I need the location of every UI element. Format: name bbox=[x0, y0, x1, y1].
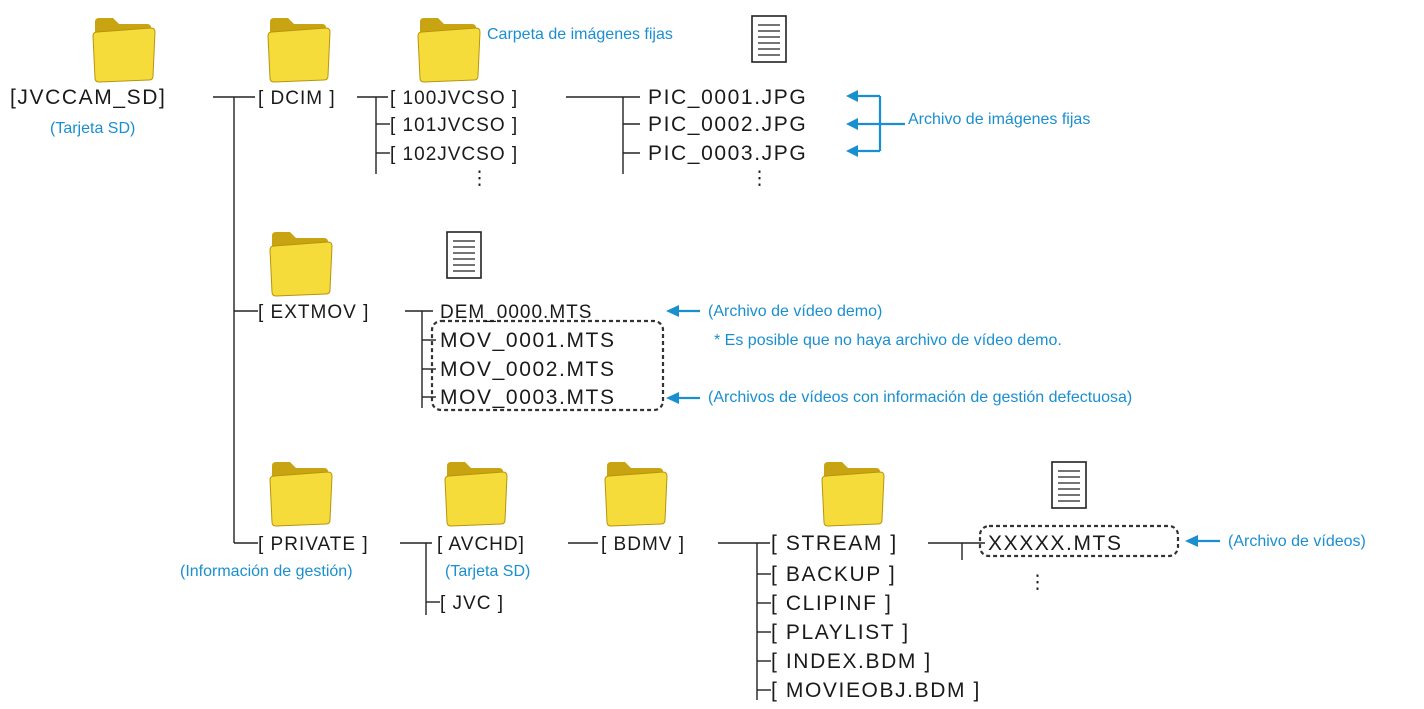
dcim-subfolder-101: [ 101JVCSO ] bbox=[390, 115, 518, 136]
folder-icon bbox=[417, 17, 481, 83]
clipinf-label: [ CLIPINF ] bbox=[771, 592, 892, 615]
folder-icon bbox=[269, 461, 333, 527]
pic-file-2: PIC_0002.JPG bbox=[648, 113, 807, 136]
root-label: [JVCCAM_SD] bbox=[10, 86, 166, 109]
arrow-left-icon bbox=[1185, 535, 1220, 547]
folder-icon bbox=[604, 461, 668, 527]
still-files-note: Archivo de imágenes fijas bbox=[908, 111, 1090, 128]
dcim-label: [ DCIM ] bbox=[258, 88, 336, 109]
folder-icon bbox=[444, 461, 508, 527]
video-file: XXXXX.MTS bbox=[988, 532, 1123, 555]
arrow-left-icon bbox=[666, 392, 700, 404]
video-files-note: (Archivo de vídeos) bbox=[1228, 533, 1366, 550]
mov-file-1: MOV_0001.MTS bbox=[440, 329, 616, 352]
index-label: [ INDEX.BDM ] bbox=[771, 650, 932, 673]
demo-video-note: (Archivo de vídeo demo) bbox=[708, 303, 882, 320]
defective-files-box bbox=[430, 319, 665, 412]
tree-connectors bbox=[213, 96, 985, 700]
playlist-label: [ PLAYLIST ] bbox=[771, 621, 910, 644]
pic-file-3: PIC_0003.JPG bbox=[648, 142, 807, 165]
bdmv-label: [ BDMV ] bbox=[601, 534, 685, 555]
folder-icon bbox=[92, 17, 156, 83]
backup-label: [ BACKUP ] bbox=[771, 563, 896, 586]
pic-file-1: PIC_0001.JPG bbox=[648, 86, 807, 109]
defective-files-note: (Archivos de vídeos con información de g… bbox=[708, 389, 1132, 406]
demo-video-disclaimer: * Es posible que no haya archivo de víde… bbox=[714, 332, 1062, 349]
ellipsis: ⋮ bbox=[1028, 572, 1048, 593]
still-folder-note: Carpeta de imágenes fijas bbox=[487, 26, 673, 43]
arrow-left-icon bbox=[666, 305, 700, 317]
dcim-subfolder-100: [ 100JVCSO ] bbox=[390, 88, 518, 109]
arrow-left-icon bbox=[846, 90, 905, 157]
folder-icon bbox=[821, 461, 885, 527]
document-icon bbox=[446, 231, 482, 279]
stream-label: [ STREAM ] bbox=[771, 532, 898, 555]
mov-file-2: MOV_0002.MTS bbox=[440, 358, 616, 381]
jvc-label: [ JVC ] bbox=[440, 593, 504, 614]
dcim-subfolder-102: [ 102JVCSO ] bbox=[390, 144, 518, 165]
private-sublabel: (Información de gestión) bbox=[180, 563, 353, 580]
mov-file-3: MOV_0003.MTS bbox=[440, 386, 616, 409]
video-file-box bbox=[978, 524, 1180, 558]
movieobj-label: [ MOVIEOBJ.BDM ] bbox=[771, 679, 981, 702]
folder-icon bbox=[269, 231, 333, 297]
extmov-label: [ EXTMOV ] bbox=[258, 302, 369, 323]
document-icon bbox=[751, 15, 787, 63]
root-sublabel: (Tarjeta SD) bbox=[50, 120, 135, 137]
demo-file: DEM_0000.MTS bbox=[440, 302, 592, 323]
private-label: [ PRIVATE ] bbox=[258, 534, 369, 555]
ellipsis: ⋮ bbox=[750, 168, 770, 189]
ellipsis: ⋮ bbox=[470, 168, 490, 189]
document-icon bbox=[1051, 461, 1087, 509]
avchd-sublabel: (Tarjeta SD) bbox=[445, 563, 530, 580]
avchd-label: [ AVCHD] bbox=[437, 534, 525, 555]
folder-icon bbox=[267, 17, 331, 83]
